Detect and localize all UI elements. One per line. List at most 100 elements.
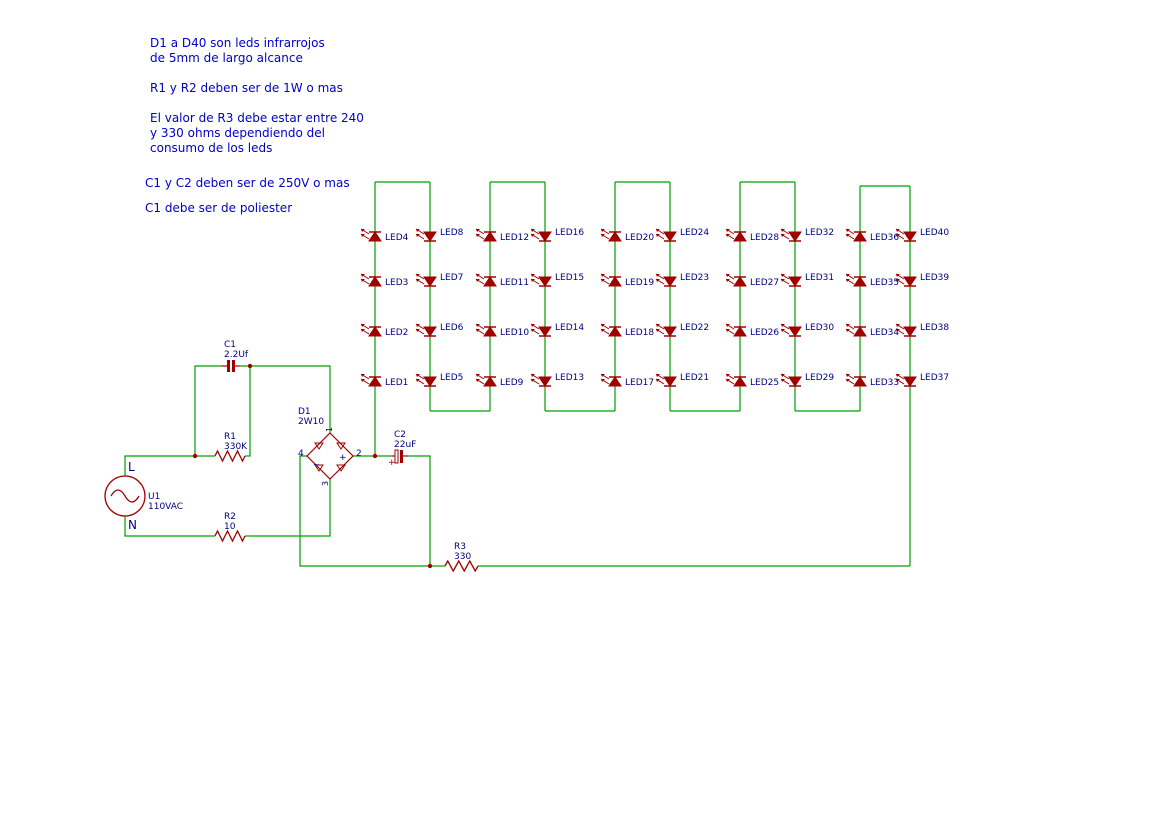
ac-source-symbol: [104, 475, 146, 517]
led37-led: [895, 373, 917, 387]
source-neutral-label: N: [128, 518, 137, 532]
r1-ref: R1: [224, 432, 236, 442]
led7-led: [415, 273, 437, 287]
r1-value: 330K: [224, 442, 248, 452]
junction-dot: [427, 563, 433, 569]
led4-led: [360, 228, 382, 242]
led23-label: LED23: [680, 273, 709, 283]
led21-led: [655, 373, 677, 387]
led34-label: LED34: [870, 328, 899, 338]
led19-led: [600, 273, 622, 287]
led37-label: LED37: [920, 373, 949, 383]
note-resistors: R1 y R2 deben ser de 1W o mas: [150, 81, 343, 95]
wire: [124, 455, 195, 476]
c1-capacitor: [222, 360, 240, 372]
led12-led: [475, 228, 497, 242]
r3-value: 330: [454, 552, 471, 562]
note-c1: C1 debe ser de poliester: [145, 201, 293, 215]
led40-led: [895, 228, 917, 242]
note-leds: D1 a D40 son leds infrarrojos de 5mm de …: [150, 36, 325, 65]
d1-ac-mark: ~: [313, 460, 320, 469]
led5-label: LED5: [440, 373, 463, 383]
c2-capacitor: [392, 449, 408, 464]
led29-label: LED29: [805, 373, 834, 383]
c1-value: 2.2Uf: [224, 350, 249, 360]
led25-label: LED25: [750, 378, 779, 388]
wire: [408, 455, 431, 566]
led34-led: [845, 323, 867, 337]
note-r3: El valor de R3 debe estar entre 240 y 33…: [150, 111, 364, 155]
led26-led: [725, 323, 747, 337]
led38-label: LED38: [920, 323, 949, 333]
led19-label: LED19: [625, 278, 654, 288]
r3-resistor: [444, 559, 479, 573]
led35-label: LED35: [870, 278, 899, 288]
led40-label: LED40: [920, 228, 949, 238]
led25-led: [725, 373, 747, 387]
led24-led: [655, 228, 677, 242]
d1-pin-4: 4: [298, 449, 304, 459]
led22-led: [655, 323, 677, 337]
wire: [194, 365, 222, 456]
led9-label: LED9: [500, 378, 524, 388]
led8-label: LED8: [440, 228, 464, 238]
led3-label: LED3: [385, 278, 408, 288]
led32-label: LED32: [805, 228, 834, 238]
junction-dot: [372, 453, 378, 459]
junction-dot: [247, 363, 253, 369]
led26-label: LED26: [750, 328, 779, 338]
led6-led: [415, 323, 437, 337]
led4-label: LED4: [385, 233, 409, 243]
led18-led: [600, 323, 622, 337]
r1-resistor: [214, 449, 246, 463]
c2-plus-mark: +: [388, 458, 396, 468]
led21-label: LED21: [680, 373, 709, 383]
wire: [299, 455, 430, 567]
wire: [245, 486, 331, 537]
u1-value: 110VAC: [148, 502, 183, 512]
led35-led: [845, 273, 867, 287]
led30-led: [780, 323, 802, 337]
junction-dot: [192, 453, 198, 459]
led33-led: [845, 373, 867, 387]
led10-led: [475, 323, 497, 337]
led15-led: [530, 273, 552, 287]
led11-label: LED11: [500, 278, 529, 288]
c2-value: 22uF: [394, 440, 416, 450]
led23-led: [655, 273, 677, 287]
led9-led: [475, 373, 497, 387]
led10-label: LED10: [500, 328, 529, 338]
led16-label: LED16: [555, 228, 584, 238]
d1-value: 2W10: [298, 417, 324, 427]
led15-label: LED15: [555, 273, 584, 283]
led33-label: LED33: [870, 378, 899, 388]
led36-label: LED36: [870, 233, 899, 243]
led11-led: [475, 273, 497, 287]
u1-ref: U1: [148, 492, 160, 502]
c2-ref: C2: [394, 430, 406, 440]
led14-led: [530, 323, 552, 337]
led31-led: [780, 273, 802, 287]
led39-label: LED39: [920, 273, 949, 283]
led2-label: LED2: [385, 328, 408, 338]
wire: [124, 516, 215, 537]
led1-label: LED1: [385, 378, 408, 388]
led5-led: [415, 373, 437, 387]
led24-label: LED24: [680, 228, 709, 238]
led27-label: LED27: [750, 278, 779, 288]
led1-led: [360, 373, 382, 387]
led7-label: LED7: [440, 273, 463, 283]
r2-ref: R2: [224, 512, 236, 522]
led18-label: LED18: [625, 328, 654, 338]
led13-label: LED13: [555, 373, 584, 383]
d1-pin-2: 2: [356, 449, 362, 459]
d1-pin-3: 3: [321, 481, 330, 486]
led28-label: LED28: [750, 233, 779, 243]
led29-led: [780, 373, 802, 387]
r3-ref: R3: [454, 542, 466, 552]
led22-label: LED22: [680, 323, 709, 333]
led2-led: [360, 323, 382, 337]
r2-resistor: [214, 529, 246, 543]
